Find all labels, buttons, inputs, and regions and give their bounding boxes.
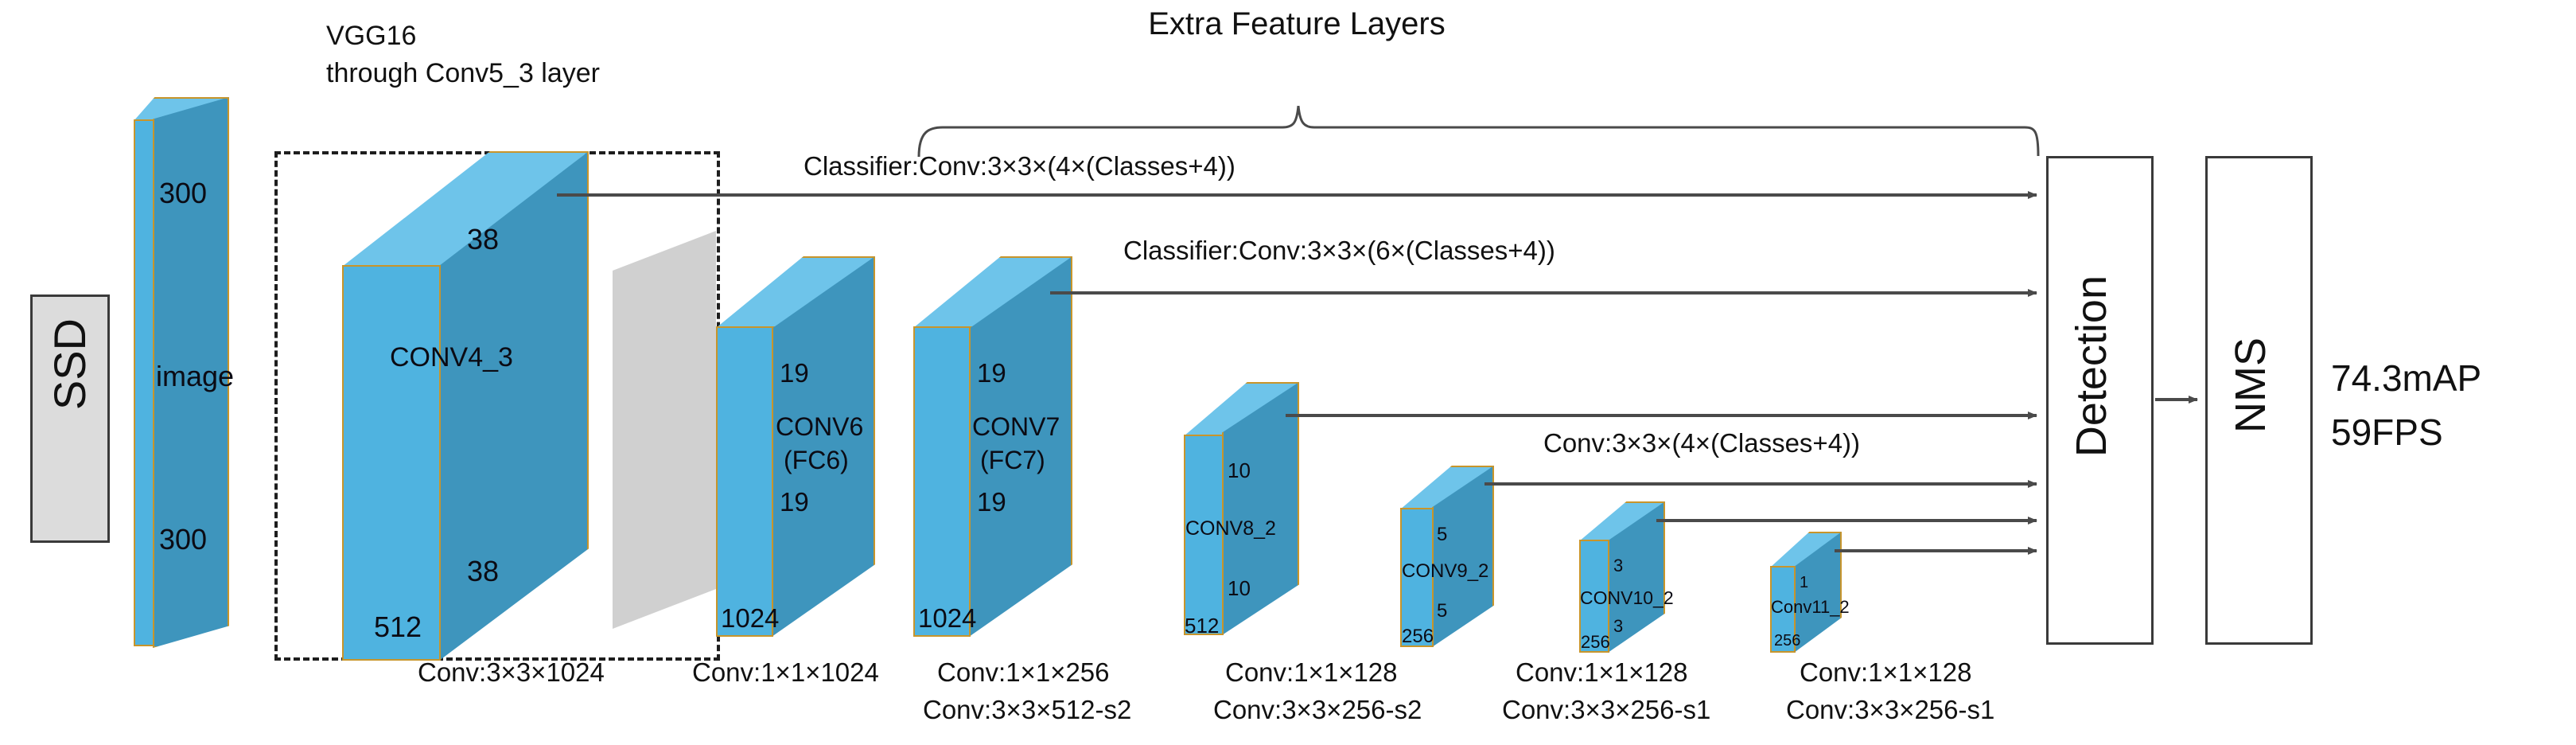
extra-feature-layers-brace xyxy=(917,105,2040,158)
block-conv9-2-depth-dim: 256 xyxy=(1402,626,1434,647)
nms-box xyxy=(2205,156,2313,645)
ssd-input-box xyxy=(30,294,110,543)
block-conv9-2-top-dim: 5 xyxy=(1437,524,1448,545)
block-conv4-3-top-dim: 38 xyxy=(467,223,500,255)
bottom-caption-0-line1: Conv:3×3×1024 xyxy=(418,657,605,687)
bottom-caption-1-line1: Conv:1×1×1024 xyxy=(692,657,879,687)
bottom-caption-5-line1: Conv:1×1×128 xyxy=(1800,657,1972,687)
block-conv10-2-depth-dim: 256 xyxy=(1581,632,1610,652)
block-conv6-top-dim: 19 xyxy=(780,358,809,388)
conv5-3-gray-plate xyxy=(613,231,716,629)
classifier-label-4box: Classifier:Conv:3×3×(4×(Classes+4)) xyxy=(804,151,1235,181)
block-conv4-3-depth-dim: 512 xyxy=(374,610,422,643)
block-conv4-3 xyxy=(342,151,589,661)
block-conv7-top-dim: 19 xyxy=(977,358,1006,388)
block-conv8-2-bottom-dim: 10 xyxy=(1228,576,1251,600)
block-conv6-bottom-dim: 19 xyxy=(780,487,809,517)
classifier-label-conv-4box: Conv:3×3×(4×(Classes+4)) xyxy=(1543,428,1861,458)
input-image-bottom-dim: 300 xyxy=(159,523,208,556)
block-conv8-2 xyxy=(1184,382,1299,635)
block-conv11-2 xyxy=(1770,532,1842,653)
vgg16-annotation-line2: through Conv5_3 layer xyxy=(326,58,601,88)
block-conv6-name: CONV6 xyxy=(776,412,864,441)
block-conv6 xyxy=(716,256,875,637)
block-conv8-2-top-dim: 10 xyxy=(1228,458,1251,482)
bottom-caption-5-line2: Conv:3×3×256-s1 xyxy=(1786,695,1995,724)
block-conv10-2-bottom-dim: 3 xyxy=(1613,616,1624,636)
detection-box xyxy=(2046,156,2154,645)
block-conv7-depth-dim: 1024 xyxy=(918,603,977,633)
bottom-caption-2-line1: Conv:1×1×256 xyxy=(937,657,1110,687)
metric-map: 74.3mAP xyxy=(2331,357,2482,399)
block-conv7-bottom-dim: 19 xyxy=(977,487,1006,517)
metric-fps: 59FPS xyxy=(2331,412,2443,453)
vgg16-annotation-line1: VGG16 xyxy=(326,21,417,51)
block-conv9-2-bottom-dim: 5 xyxy=(1437,600,1448,622)
classifier-label-6box: Classifier:Conv:3×3×(6×(Classes+4)) xyxy=(1123,236,1555,265)
block-conv7-sub: (FC7) xyxy=(980,446,1045,474)
block-conv9-2 xyxy=(1400,466,1494,647)
block-conv4-3-name: CONV4_3 xyxy=(390,342,513,372)
input-image-block xyxy=(134,97,229,648)
block-conv10-2 xyxy=(1579,501,1665,653)
block-conv7 xyxy=(913,256,1072,637)
block-conv9-2-name: CONV9_2 xyxy=(1402,560,1489,582)
input-image-label: image xyxy=(156,360,235,392)
block-conv4-3-bottom-dim: 38 xyxy=(467,555,500,587)
block-conv8-2-name: CONV8_2 xyxy=(1185,517,1276,540)
block-conv11-2-depth-dim: 256 xyxy=(1774,632,1801,649)
block-conv10-2-name: CONV10_2 xyxy=(1580,587,1674,608)
input-image-top-dim: 300 xyxy=(159,177,208,209)
bottom-caption-4-line1: Conv:1×1×128 xyxy=(1516,657,1688,687)
bottom-caption-3-line2: Conv:3×3×256-s2 xyxy=(1213,695,1422,724)
block-conv6-sub: (FC6) xyxy=(784,446,849,474)
block-conv8-2-depth-dim: 512 xyxy=(1185,614,1220,638)
block-conv7-name: CONV7 xyxy=(972,412,1060,441)
ssd-input-label: SSD xyxy=(45,318,95,411)
nms-label: NMS xyxy=(2227,337,2274,433)
block-conv11-2-top-dim: 1 xyxy=(1800,574,1809,591)
bottom-caption-4-line2: Conv:3×3×256-s1 xyxy=(1502,695,1711,724)
block-conv6-depth-dim: 1024 xyxy=(721,603,780,633)
bottom-caption-3-line1: Conv:1×1×128 xyxy=(1225,657,1398,687)
block-conv11-2-name: Conv11_2 xyxy=(1771,597,1850,617)
block-conv10-2-top-dim: 3 xyxy=(1613,556,1624,575)
extra-feature-layers-title: Extra Feature Layers xyxy=(1148,6,1446,41)
bottom-caption-2-line2: Conv:3×3×512-s2 xyxy=(923,695,1132,724)
detection-label: Detection xyxy=(2068,275,2115,458)
